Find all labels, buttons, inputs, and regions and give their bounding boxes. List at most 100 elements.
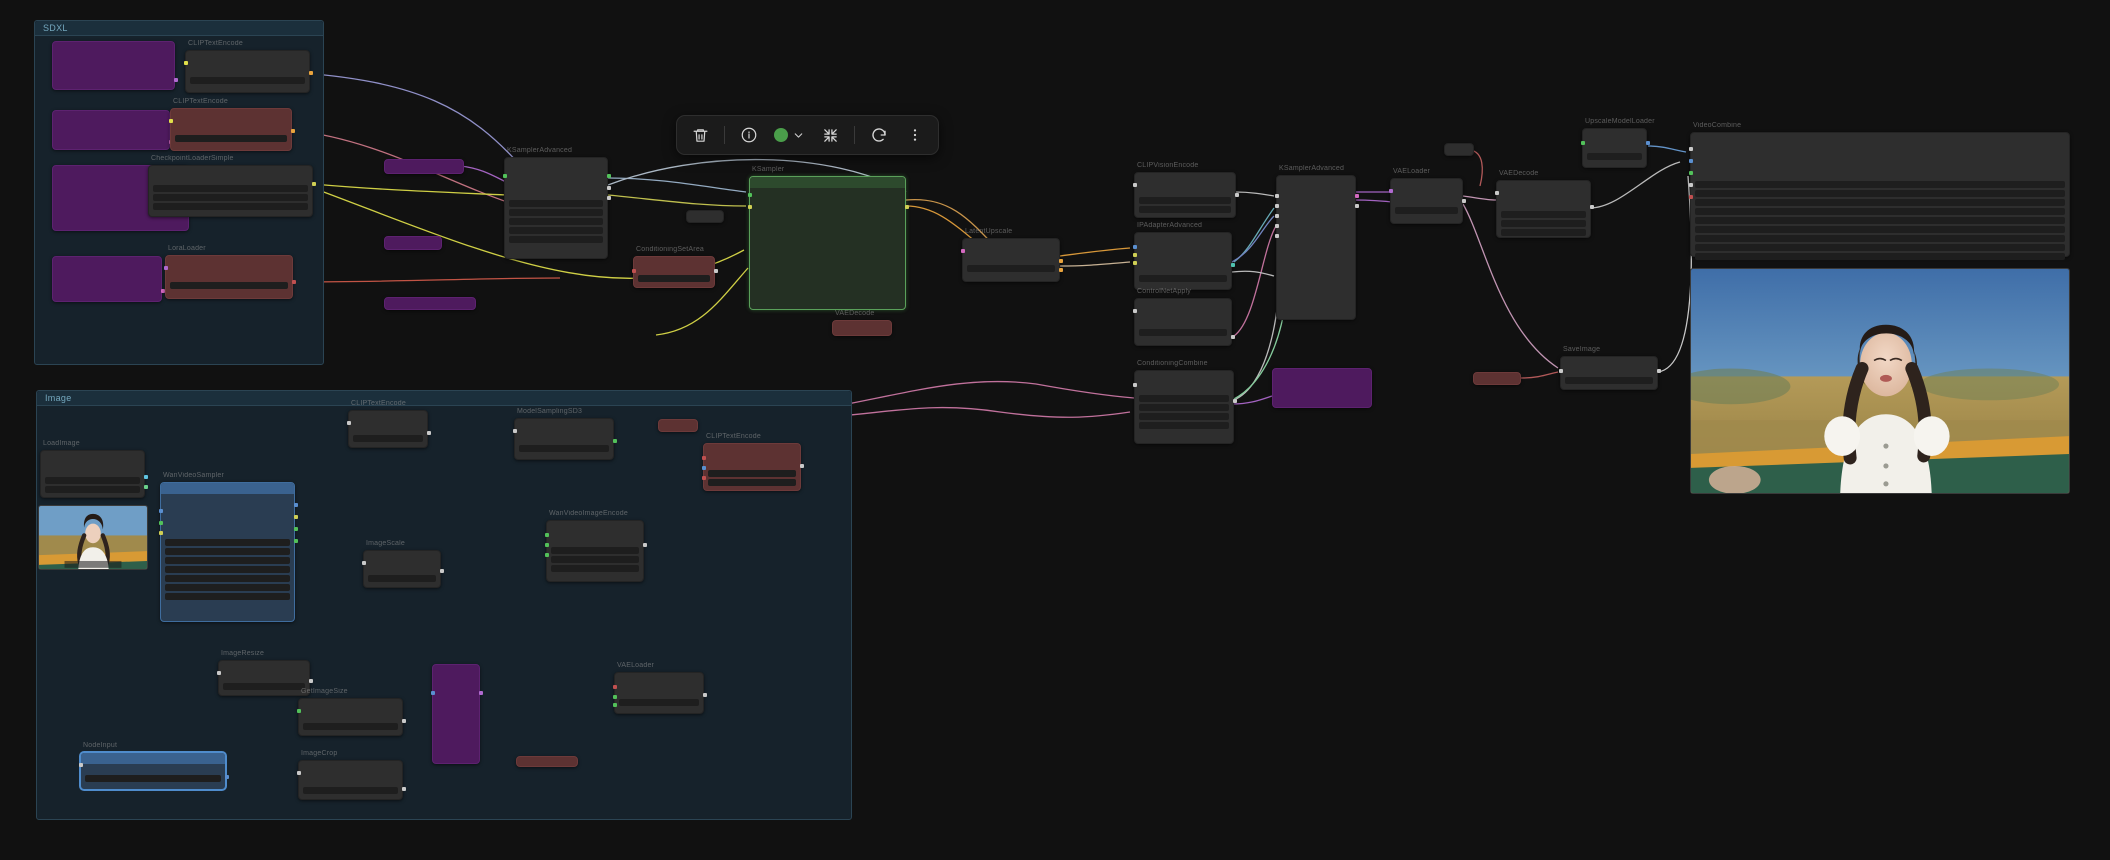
- node-output-main-input-slot[interactable]: [1689, 159, 1693, 163]
- node-save-image-small-output-slot[interactable]: [1657, 369, 1661, 373]
- node-ksampler-main-output-slot[interactable]: [1355, 194, 1359, 198]
- node-ksampler-left-input-slot[interactable]: [503, 174, 507, 178]
- redo-arrow-icon[interactable]: [862, 120, 896, 150]
- node-reroute-purple-c[interactable]: [384, 297, 476, 310]
- chevron-down-icon[interactable]: [792, 129, 805, 142]
- node-clip-vision[interactable]: CLIPVisionEncode: [1133, 162, 1239, 218]
- node-small-left-c-output-slot[interactable]: [402, 787, 406, 791]
- node-output-main-widget-row[interactable]: [1695, 226, 2065, 233]
- node-lora-loader-widget-row[interactable]: [170, 282, 288, 289]
- preview-input-small[interactable]: [38, 505, 148, 570]
- node-reroute-small-1[interactable]: [686, 210, 724, 223]
- node-small-left-b-widget-row[interactable]: [303, 723, 398, 730]
- node-selected-blue-bottom-output-slot[interactable]: [225, 775, 229, 779]
- node-main-blue-node-input-slot[interactable]: [159, 509, 163, 513]
- node-vaedecode-right[interactable]: VAEDecode: [1495, 170, 1594, 238]
- node-vaeload-bottom[interactable]: VAELoader: [613, 662, 707, 714]
- node-clip-encode-1[interactable]: CLIPTextEncode: [184, 40, 313, 93]
- node-vaedecode-right-widget-row[interactable]: [1501, 220, 1586, 227]
- node-reroute-red-bottom[interactable]: [516, 756, 578, 767]
- node-selected-blue-bottom-widget-row[interactable]: [85, 775, 221, 782]
- node-selected-blue-bottom[interactable]: NodeInput: [79, 742, 229, 790]
- node-text-encode-red-input-slot[interactable]: [702, 476, 706, 480]
- node-conditioning-combine-widget-row[interactable]: [1139, 395, 1229, 402]
- node-controlnet-apply-widget-row[interactable]: [1139, 329, 1227, 336]
- trash-icon[interactable]: [683, 120, 717, 150]
- node-loader-purple-4[interactable]: [52, 256, 165, 302]
- node-save-image-small-input-slot[interactable]: [1559, 369, 1563, 373]
- node-conditioning-red[interactable]: ConditioningSetArea: [632, 246, 718, 288]
- node-ksampler-selected-output-slot[interactable]: [905, 205, 909, 209]
- node-text-encode-red[interactable]: CLIPTextEncode: [702, 433, 804, 491]
- node-vaeload-bottom-input-slot[interactable]: [613, 703, 617, 707]
- node-loader-purple-1[interactable]: [52, 41, 178, 90]
- node-main-blue-node-widget-row[interactable]: [165, 539, 290, 546]
- node-prompt-small-1-output-slot[interactable]: [427, 431, 431, 435]
- node-mask-small[interactable]: ImageScale: [362, 540, 444, 588]
- node-ipadapter-input-slot[interactable]: [1133, 245, 1137, 249]
- node-clip-vision-output-slot[interactable]: [1235, 193, 1239, 197]
- node-ksampler-main[interactable]: KSamplerAdvanced: [1275, 165, 1359, 320]
- node-output-main-widget-row[interactable]: [1695, 208, 2065, 215]
- node-clip-encode-2-output-slot[interactable]: [291, 129, 295, 133]
- node-ipadapter-input-slot[interactable]: [1133, 253, 1137, 257]
- node-latent-upscale-input-slot[interactable]: [961, 249, 965, 253]
- node-latent-upscale-output-slot[interactable]: [1059, 268, 1063, 272]
- node-checkpoint-loader-widget-row[interactable]: [153, 203, 308, 210]
- node-conditioning-combine-input-slot[interactable]: [1133, 383, 1137, 387]
- node-ipadapter-input-slot[interactable]: [1133, 261, 1137, 265]
- node-prompt-small-2[interactable]: ModelSamplingSD3: [513, 408, 617, 460]
- node-clip-vision-widget-row[interactable]: [1139, 197, 1231, 204]
- node-output-main-input-slot[interactable]: [1689, 147, 1693, 151]
- node-resize-input-slot[interactable]: [545, 543, 549, 547]
- node-main-blue-node-input-slot[interactable]: [159, 521, 163, 525]
- node-prompt-small-1-widget-row[interactable]: [353, 435, 423, 442]
- node-resize-widget-row[interactable]: [551, 565, 639, 572]
- node-small-left-a[interactable]: ImageResize: [217, 650, 313, 696]
- node-latent-upscale-output-slot[interactable]: [1059, 259, 1063, 263]
- node-output-main-widget-row[interactable]: [1695, 235, 2065, 242]
- node-small-left-c[interactable]: ImageCrop: [297, 750, 406, 800]
- node-upscale-model[interactable]: UpscaleModelLoader: [1581, 118, 1655, 168]
- selection-toolbox[interactable]: [676, 115, 939, 155]
- node-output-main-widget-row[interactable]: [1695, 181, 2065, 188]
- node-small-left-b[interactable]: GetImageSize: [297, 688, 406, 736]
- node-reroute-small-2[interactable]: [1444, 143, 1474, 156]
- node-conditioning-combine-widget-row[interactable]: [1139, 422, 1229, 429]
- node-output-main-widget-row[interactable]: [1695, 244, 2065, 251]
- node-clip-vision-input-slot[interactable]: [1133, 183, 1137, 187]
- node-ksampler-left-output-slot[interactable]: [607, 174, 611, 178]
- node-prompt-small-2-input-slot[interactable]: [513, 429, 517, 433]
- node-text-encode-red-input-slot[interactable]: [702, 456, 706, 460]
- node-text-encode-red-output-slot[interactable]: [800, 464, 804, 468]
- node-ksampler-left-output-slot[interactable]: [607, 186, 611, 190]
- group-sdxl-header[interactable]: [35, 21, 323, 36]
- mode-selector[interactable]: [768, 120, 811, 150]
- node-mask-small-widget-row[interactable]: [368, 575, 436, 582]
- node-conditioning-combine-widget-row[interactable]: [1139, 404, 1229, 411]
- node-vaedecode-right-input-slot[interactable]: [1495, 191, 1499, 195]
- node-clip-encode-2[interactable]: CLIPTextEncode: [169, 98, 295, 151]
- node-ksampler-left-widget-row[interactable]: [509, 218, 603, 225]
- group-image-header[interactable]: [37, 391, 851, 406]
- node-checkpoint-loader[interactable]: CheckpointLoaderSimple: [148, 155, 316, 217]
- node-main-blue-node-output-slot[interactable]: [294, 527, 298, 531]
- node-ipadapter[interactable]: IPAdapterAdvanced: [1133, 222, 1235, 290]
- node-controlnet-apply[interactable]: ControlNetApply: [1133, 288, 1235, 346]
- node-vaeload-bottom-output-slot[interactable]: [703, 693, 707, 697]
- node-resize-input-slot[interactable]: [545, 533, 549, 537]
- node-controlnet-apply-input-slot[interactable]: [1133, 309, 1137, 313]
- node-output-main-widget-row[interactable]: [1695, 199, 2065, 206]
- node-main-blue-node-widget-row[interactable]: [165, 548, 290, 555]
- node-clip-encode-1-input-slot[interactable]: [184, 61, 188, 65]
- node-main-blue-node-input-slot[interactable]: [159, 531, 163, 535]
- node-save-image-small-widget-row[interactable]: [1565, 377, 1653, 384]
- node-ksampler-left-widget-row[interactable]: [509, 236, 603, 243]
- node-text-encode-red-widget-row[interactable]: [708, 470, 796, 477]
- node-mask-small-output-slot[interactable]: [440, 569, 444, 573]
- node-resize-input-slot[interactable]: [545, 553, 549, 557]
- node-prompt-small-1[interactable]: CLIPTextEncode: [347, 400, 431, 448]
- node-ksampler-selected[interactable]: KSampler: [748, 166, 909, 310]
- node-clip-encode-2-input-slot[interactable]: [169, 119, 173, 123]
- node-vae-loader-output-slot[interactable]: [1462, 199, 1466, 203]
